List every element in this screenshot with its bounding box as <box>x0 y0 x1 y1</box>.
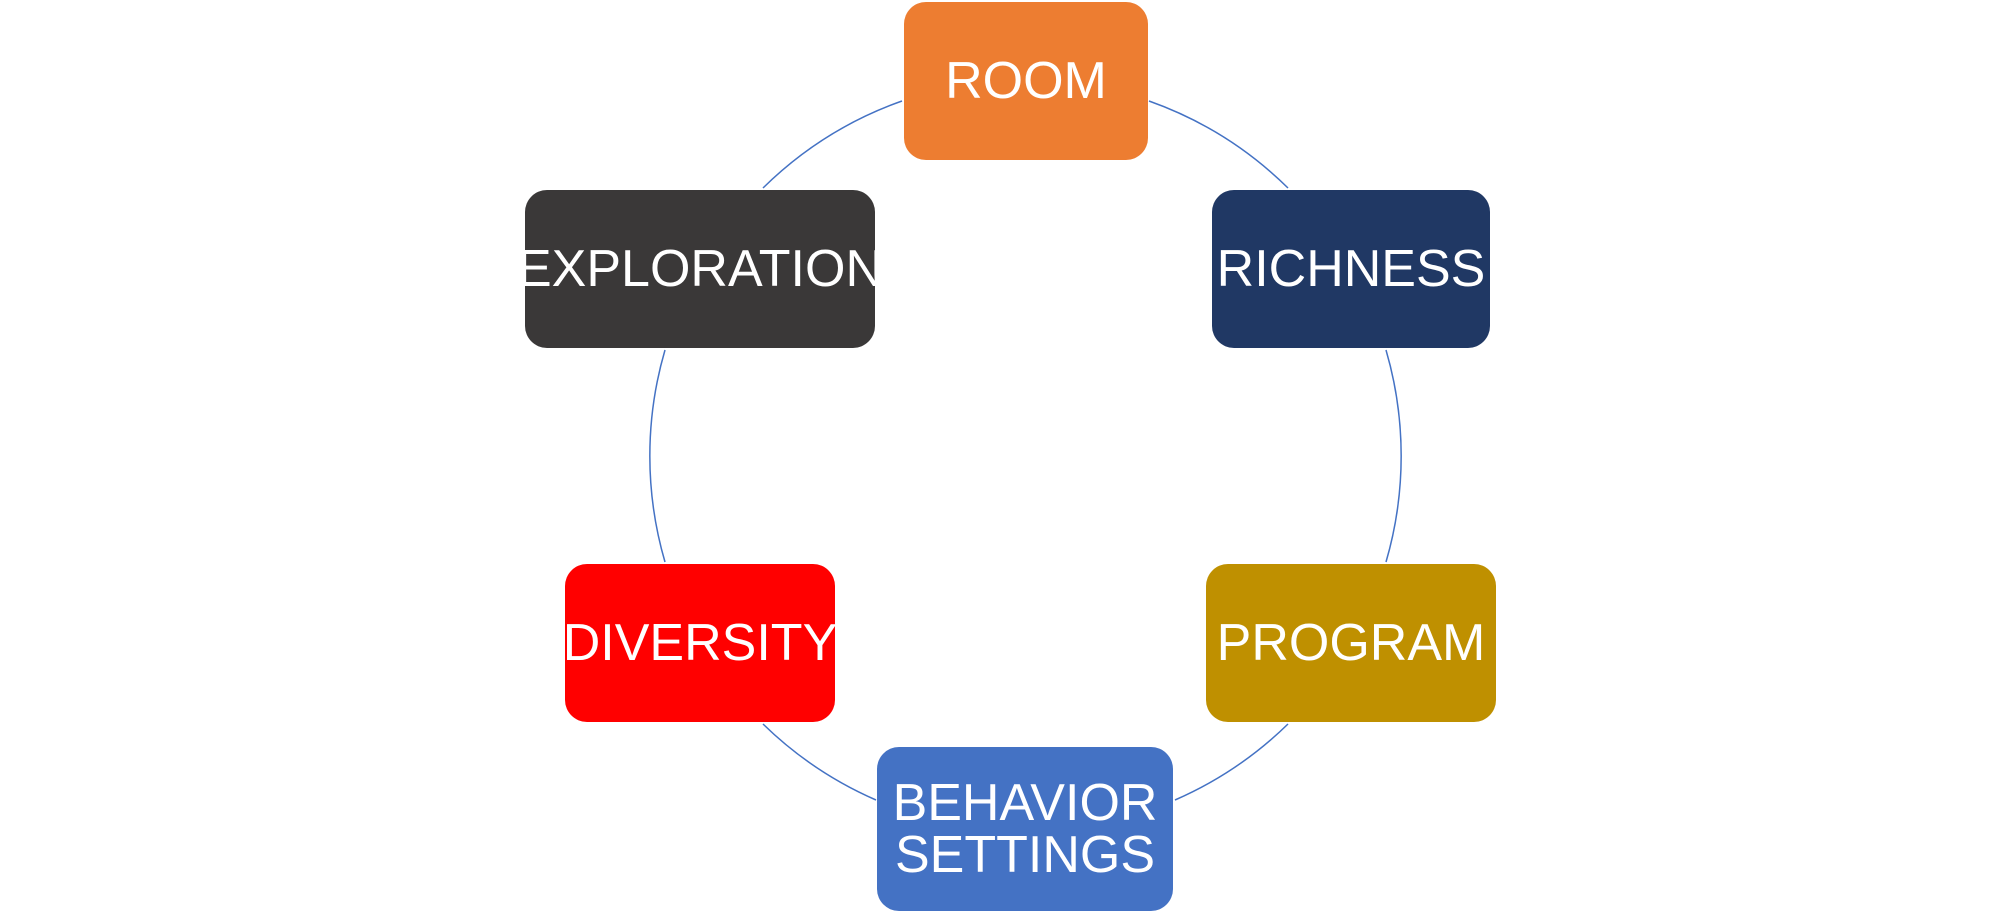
node-exploration-box <box>525 190 875 348</box>
arc-richness-program <box>1385 349 1402 563</box>
node-program: PROGRAM <box>1206 564 1496 722</box>
node-behavior-settings-label-line-2: SETTINGS <box>895 826 1155 884</box>
node-richness: RICHNESS <box>1212 190 1490 348</box>
node-behavior-settings-box <box>877 747 1173 911</box>
node-behavior-settings-label-line-1: BEHAVIOR <box>893 774 1158 832</box>
node-room: ROOM <box>904 2 1148 160</box>
node-diversity-label: DIVERSITY <box>563 614 838 672</box>
node-program-box <box>1206 564 1496 722</box>
arc-diversity-exploration <box>649 349 666 563</box>
node-behavior-settings: BEHAVIOR SETTINGS <box>877 747 1173 911</box>
connector-arcs <box>649 100 1402 801</box>
node-room-label: ROOM <box>945 52 1107 110</box>
arc-exploration-room <box>762 100 903 189</box>
arc-room-richness <box>1148 100 1289 189</box>
arc-behavior-settings-diversity <box>762 723 877 801</box>
node-diversity-box <box>565 564 835 722</box>
node-exploration-label: EXPLORATION <box>517 240 883 298</box>
node-diversity: DIVERSITY <box>563 564 838 722</box>
node-richness-label: RICHNESS <box>1217 240 1486 298</box>
node-richness-box <box>1212 190 1490 348</box>
node-exploration: EXPLORATION <box>517 190 883 348</box>
node-room-box <box>904 2 1148 160</box>
node-program-label: PROGRAM <box>1217 614 1486 672</box>
arc-program-behavior-settings <box>1174 723 1289 801</box>
